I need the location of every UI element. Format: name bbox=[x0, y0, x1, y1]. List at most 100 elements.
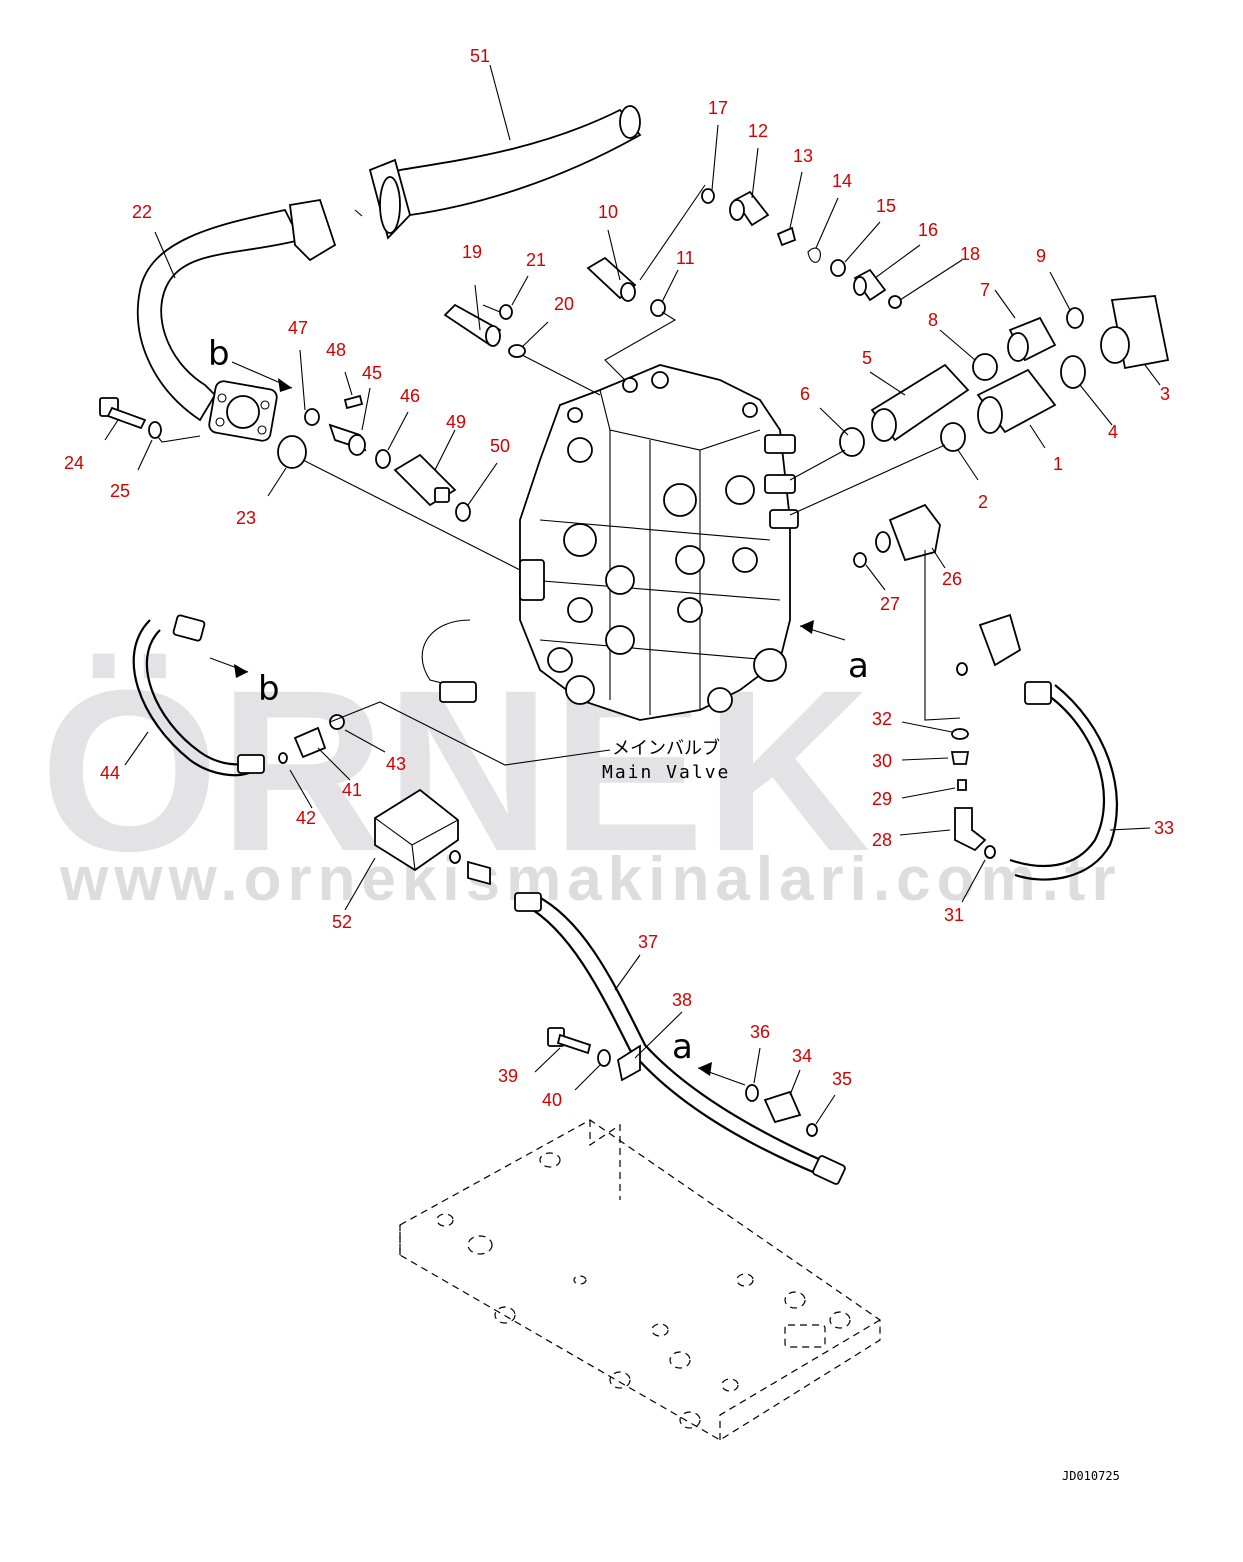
o-ring-8 bbox=[972, 353, 998, 381]
relief-valve-5 bbox=[870, 363, 970, 442]
o-ring-23 bbox=[277, 435, 307, 469]
valve-10 bbox=[586, 256, 637, 302]
fitting-19 bbox=[443, 303, 502, 347]
main-valve-jp: メインバルブ bbox=[612, 737, 720, 759]
fitting-41 bbox=[293, 726, 327, 759]
part-number-23: 23 bbox=[236, 508, 256, 528]
part-number-15: 15 bbox=[876, 196, 896, 216]
hose-44 bbox=[132, 614, 265, 777]
letter-b-2: b bbox=[258, 669, 280, 709]
part-number-37: 37 bbox=[638, 932, 658, 952]
part-number-19: 19 bbox=[462, 242, 482, 262]
watermark-url: www.ornekismakinalari.com.tr bbox=[59, 845, 1122, 914]
plug-30 bbox=[950, 751, 970, 765]
o-ring-27 bbox=[853, 552, 867, 568]
part-number-52: 52 bbox=[332, 912, 352, 932]
letter-a-1: a bbox=[848, 646, 869, 686]
part-number-48: 48 bbox=[326, 340, 346, 360]
fitting-45 bbox=[328, 423, 367, 456]
o-ring-46 bbox=[375, 449, 391, 469]
o-ring-31 bbox=[984, 845, 996, 859]
letter-a-2: a bbox=[672, 1027, 693, 1067]
tee-fitting bbox=[956, 613, 1022, 676]
o-ring-18 bbox=[888, 295, 902, 309]
valve-12 bbox=[729, 190, 770, 227]
part-number-22: 22 bbox=[132, 202, 152, 222]
part-number-41: 41 bbox=[342, 780, 362, 800]
part-number-18: 18 bbox=[960, 244, 980, 264]
valve-26 bbox=[875, 503, 941, 562]
part-number-13: 13 bbox=[793, 146, 813, 166]
part-number-16: 16 bbox=[918, 220, 938, 240]
elbow-28 bbox=[954, 807, 987, 852]
block-52 bbox=[374, 788, 491, 886]
part-number-47: 47 bbox=[288, 318, 308, 338]
part-number-2: 2 bbox=[978, 492, 988, 512]
plug-13 bbox=[776, 226, 797, 247]
part-number-17: 17 bbox=[708, 98, 728, 118]
part-number-51: 51 bbox=[470, 46, 490, 66]
part-number-43: 43 bbox=[386, 754, 406, 774]
part-number-10: 10 bbox=[598, 202, 618, 222]
direction-arrows bbox=[209, 361, 846, 1086]
fitting-7 bbox=[1007, 316, 1057, 362]
part-number-11: 11 bbox=[676, 248, 695, 268]
o-ring-11 bbox=[650, 299, 666, 317]
part-number-39: 39 bbox=[498, 1066, 518, 1086]
part-number-5: 5 bbox=[862, 348, 872, 368]
main-valve-body bbox=[421, 364, 799, 721]
pipe-51 bbox=[354, 105, 642, 240]
o-ring-35 bbox=[806, 1123, 818, 1137]
hose-37 bbox=[514, 892, 846, 1185]
valve-1 bbox=[976, 368, 1057, 434]
part-number-6: 6 bbox=[800, 384, 810, 404]
o-ring-36 bbox=[745, 1084, 759, 1102]
valve-49 bbox=[393, 453, 457, 507]
part-number-28: 28 bbox=[872, 830, 892, 850]
o-ring-4 bbox=[1060, 355, 1086, 389]
o-ring-6 bbox=[839, 427, 865, 457]
hose-33 bbox=[1009, 681, 1118, 881]
fitting-34 bbox=[763, 1090, 802, 1124]
part-number-7: 7 bbox=[980, 280, 990, 300]
flange-3 bbox=[1100, 295, 1170, 370]
part-number-42: 42 bbox=[296, 808, 316, 828]
part-number-9: 9 bbox=[1036, 246, 1046, 266]
part-number-8: 8 bbox=[928, 310, 938, 330]
nipple-29 bbox=[957, 779, 967, 791]
part-number-3: 3 bbox=[1160, 384, 1170, 404]
o-ring-9 bbox=[1066, 307, 1084, 329]
part-number-1: 1 bbox=[1053, 454, 1063, 474]
pipe-22 bbox=[136, 198, 337, 442]
valve-16 bbox=[853, 268, 887, 302]
bolt-24 bbox=[99, 397, 147, 430]
part-number-38: 38 bbox=[672, 990, 692, 1010]
part-number-21: 21 bbox=[526, 250, 546, 270]
part-number-30: 30 bbox=[872, 751, 892, 771]
part-number-4: 4 bbox=[1108, 422, 1118, 442]
main-valve-en: Main Valve bbox=[602, 762, 730, 783]
o-ring-50 bbox=[455, 502, 471, 522]
part-number-34: 34 bbox=[792, 1046, 812, 1066]
o-ring-20 bbox=[508, 344, 526, 358]
o-ring-47 bbox=[304, 408, 320, 426]
part-number-44: 44 bbox=[100, 763, 120, 783]
part-number-35: 35 bbox=[832, 1069, 852, 1089]
frame-plate bbox=[399, 1119, 881, 1441]
o-ring-42 bbox=[278, 752, 288, 764]
part-number-50: 50 bbox=[490, 436, 510, 456]
part-number-25: 25 bbox=[110, 481, 130, 501]
part-number-12: 12 bbox=[748, 121, 768, 141]
o-ring-21 bbox=[499, 304, 513, 320]
part-number-33: 33 bbox=[1154, 818, 1174, 838]
part-number-32: 32 bbox=[872, 709, 892, 729]
part-number-45: 45 bbox=[362, 363, 382, 383]
o-ring-32 bbox=[951, 728, 969, 740]
o-ring-15 bbox=[830, 259, 846, 277]
main-valve-caption: メインバルブ Main Valve bbox=[602, 737, 730, 783]
part-number-49: 49 bbox=[446, 412, 466, 432]
part-number-20: 20 bbox=[554, 294, 574, 314]
reference-letters: b a b a bbox=[208, 334, 869, 1067]
washer-40 bbox=[597, 1049, 611, 1067]
